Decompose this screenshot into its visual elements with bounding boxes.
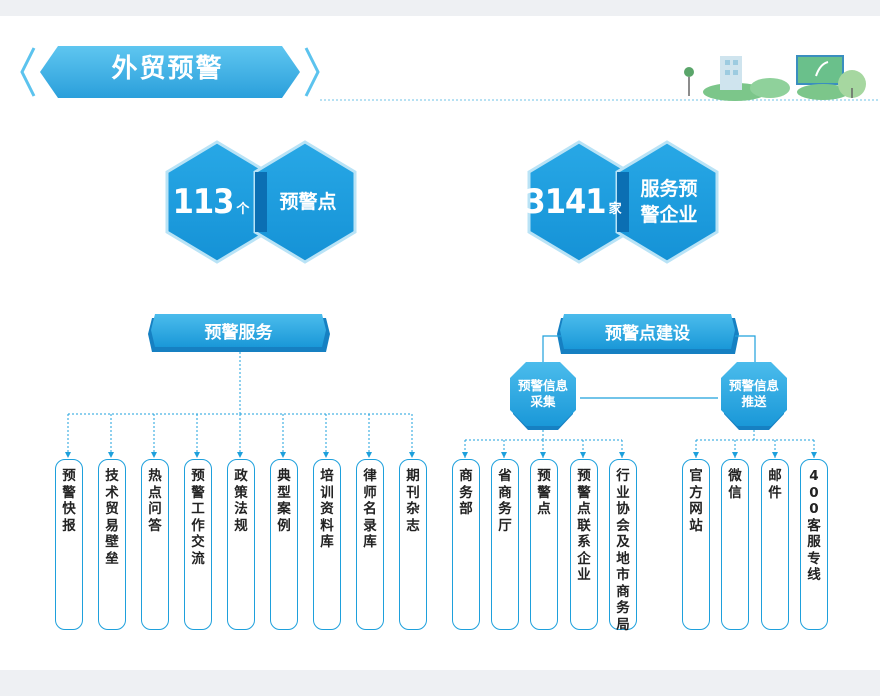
stat-label: 预警点 [279,191,337,213]
collect-item[interactable]: 商务部 [452,459,480,630]
push-item[interactable]: 400客服专线 [800,459,828,630]
stat-value: 113 [172,182,235,222]
service-item[interactable]: 培训资料库 [313,459,341,630]
service-connectors [67,352,413,458]
collect-item[interactable]: 省商务厅 [491,459,519,630]
construction-title: 预警点建设 [605,324,690,344]
service-item-label: 期刊杂志 [406,468,420,534]
banner [20,46,878,101]
service-item[interactable]: 预警工作交流 [184,459,212,630]
service-item[interactable]: 技术贸易壁垒 [98,459,126,630]
service-arrowheads [65,452,415,458]
page-title: 外贸预警 [111,53,224,84]
service-item[interactable]: 政策法规 [227,459,255,630]
collect-item-label: 预警点联系企业 [577,468,591,583]
right-chevron-icon [304,47,320,97]
banner-shape [40,46,300,98]
landscape-illustration [684,55,866,101]
service-item[interactable]: 典型案例 [270,459,298,630]
push-item[interactable]: 微信 [721,459,749,630]
service-item[interactable]: 热点问答 [141,459,169,630]
service-item-label: 热点问答 [148,468,162,534]
service-item[interactable]: 期刊杂志 [399,459,427,630]
stat-unit: 个 [236,201,250,217]
collect-push-arrowheads [462,452,817,458]
service-item-label: 政策法规 [234,468,248,534]
push-hex [721,362,787,430]
collect-item-label: 行业协会及地市商务局 [616,468,630,633]
push-item-label: 微信 [728,468,742,501]
collect-item[interactable]: 预警点 [530,459,558,630]
collect-item-label: 预警点 [537,468,551,517]
service-item-label: 典型案例 [277,468,291,534]
left-chevron-icon [20,47,36,97]
construction-pill [557,314,739,354]
collect-item-label: 商务部 [459,468,473,517]
collect-push-connectors [464,430,815,458]
collect-item[interactable]: 预警点联系企业 [570,459,598,630]
service-pill [148,314,330,352]
push-item[interactable]: 邮件 [761,459,789,630]
service-item[interactable]: 律师名录库 [356,459,384,630]
service-item-label: 技术贸易壁垒 [105,468,119,567]
stat-hex-group-1 [165,140,357,264]
stat-value: 3141 [524,182,606,222]
push-item-label: 400客服专线 [807,468,821,583]
service-item[interactable]: 预警快报 [55,459,83,630]
service-item-label: 律师名录库 [363,468,377,550]
push-item[interactable]: 官方网站 [682,459,710,630]
stat-unit: 家 [608,201,622,217]
collect-item[interactable]: 行业协会及地市商务局 [609,459,637,633]
stat-hex-group-2 [527,140,719,264]
collect-item-label: 省商务厅 [498,468,512,534]
collect-hex [510,362,576,430]
stat-label: 服务预警企业 [640,178,698,226]
push-item-label: 官方网站 [689,468,703,534]
push-title: 预警信息推送 [729,378,780,409]
push-item-label: 邮件 [768,468,782,501]
service-item-label: 预警快报 [62,468,76,534]
construction-connectors [542,335,756,399]
collect-title: 预警信息采集 [518,378,569,409]
service-item-label: 培训资料库 [320,468,334,550]
service-title: 预警服务 [204,323,273,343]
service-item-label: 预警工作交流 [191,468,205,567]
